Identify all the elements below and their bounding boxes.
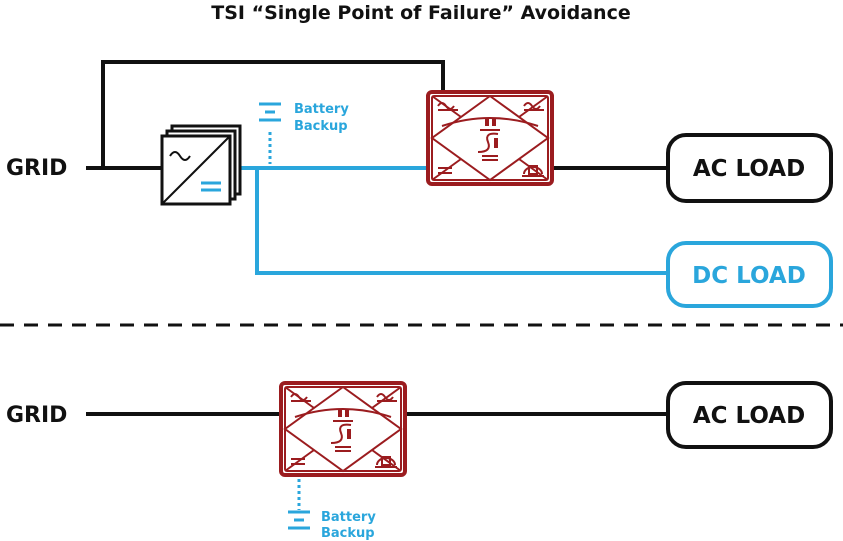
dc-load-box: DC LOAD: [666, 241, 833, 308]
ac-load-label-bottom: AC LOAD: [693, 403, 805, 429]
grid-label-bottom: GRID: [6, 403, 67, 428]
rectifier-ac-dc-icon: [160, 124, 242, 206]
bypass-wire: [101, 60, 445, 168]
ac-load-box-top: AC LOAD: [666, 133, 833, 203]
tsi-module-bottom: [279, 381, 407, 477]
battery-label-line1-top: Battery: [294, 102, 349, 117]
ac-load-box-bottom: AC LOAD: [666, 381, 833, 449]
dc-load-wire: [255, 168, 668, 275]
bottom-section: GRID Battery Backup AC LOAD: [6, 381, 833, 541]
battery-label-line2-top: Backup: [294, 119, 348, 134]
dc-load-label: DC LOAD: [692, 263, 806, 289]
battery-icon: [257, 102, 283, 122]
tsi-module-top: [426, 90, 554, 186]
ac-load-label-top: AC LOAD: [693, 156, 805, 182]
grid-label-top: GRID: [6, 156, 67, 181]
diagram-title: TSI “Single Point of Failure” Avoidance: [211, 2, 630, 24]
battery-icon: [286, 510, 312, 530]
battery-label-line1-bottom: Battery: [321, 510, 376, 525]
top-section: GRID Battery Backup: [6, 60, 833, 308]
battery-label-line2-bottom: Backup: [321, 526, 375, 541]
